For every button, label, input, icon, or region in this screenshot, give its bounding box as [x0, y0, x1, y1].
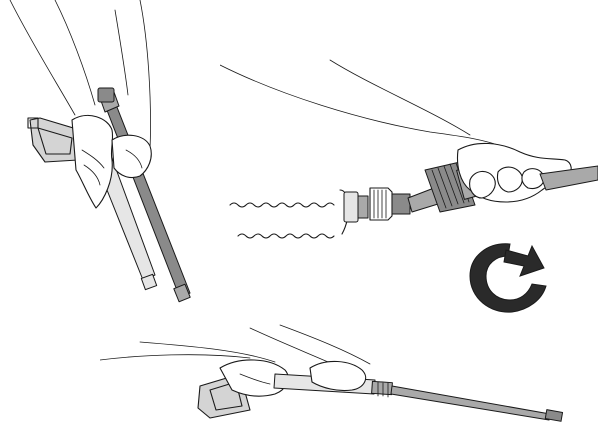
nozzle-body-icon	[230, 190, 349, 238]
panel-tighten-nozzle	[220, 40, 598, 240]
panel-insert-lance	[0, 0, 230, 320]
panel-assembled	[100, 320, 570, 426]
threaded-coupling-icon	[344, 188, 410, 222]
lance-icon	[391, 386, 563, 421]
clockwise-arrow-icon	[462, 236, 552, 320]
